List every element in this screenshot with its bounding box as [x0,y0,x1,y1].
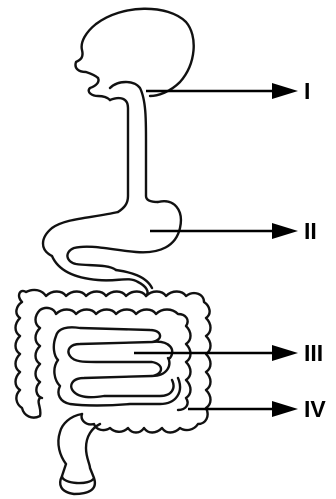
label-large-intestine: IV [304,396,326,422]
arrowhead-large-intestine [272,401,298,417]
small-intestine-coils [54,327,180,405]
label-esophagus: I [304,78,310,104]
arrowhead-small-intestine [272,345,298,361]
arrowhead-esophagus [272,83,298,99]
esophagus-outline [110,82,158,212]
arrowhead-stomach [272,223,298,239]
mouth-opening [89,78,110,100]
label-stomach: II [304,218,317,244]
label-small-intestine: III [304,340,323,366]
stomach-outline [43,201,181,282]
